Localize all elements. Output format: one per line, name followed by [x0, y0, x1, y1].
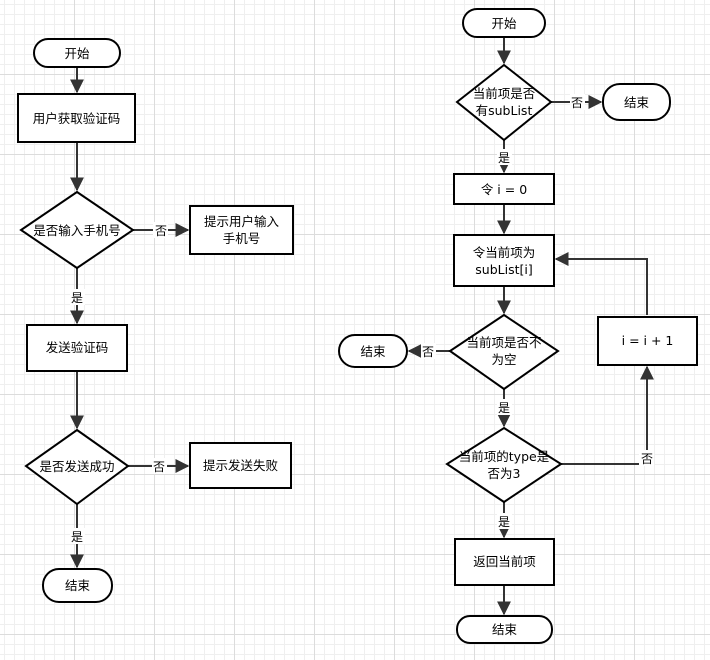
end-top-label: 结束	[624, 95, 650, 110]
set-i-label: 令 i = 0	[481, 182, 527, 197]
process-get-code	[17, 93, 136, 143]
edge-check-type-no	[561, 365, 654, 465]
end-bottom-label: 结束	[492, 622, 518, 637]
get-code-label: 用户获取验证码	[33, 111, 121, 126]
left-flow-edge-labels: 否 是 否 是	[70, 222, 168, 544]
prompt-failed-label: 提示发送失败	[203, 458, 279, 473]
return-item-label: 返回当前项	[473, 554, 536, 569]
check-phone-label: 是否输入手机号	[33, 223, 121, 238]
terminator-end-left	[42, 568, 113, 603]
left-flow-nodes: 开始 用户获取验证码 是否输入手机号 提示用户输入 手机号 发送验证码 是否发送…	[17, 38, 294, 603]
right-flow-nodes: 开始 当前项是否 有subList 结束 令 i = 0 令当前项为 subLi…	[338, 8, 698, 644]
label-no-check-type: 否	[641, 452, 653, 466]
label-yes-check-sublist: 是	[498, 151, 510, 165]
check-empty-label-line2: 为空	[491, 352, 516, 367]
right-flow-edge-labels: 否 是 否 是 否 是	[421, 94, 654, 529]
increment-label: i = i + 1	[622, 333, 674, 348]
label-no-check-empty: 否	[422, 345, 434, 359]
edge-increment-loop	[554, 252, 648, 315]
check-sublist-label-line2: 有subList	[476, 103, 533, 118]
process-prompt-failed	[189, 442, 292, 489]
process-prompt-phone	[189, 205, 294, 255]
label-no-check-sublist: 否	[571, 96, 583, 110]
send-code-label: 发送验证码	[46, 340, 109, 355]
decision-check-type	[445, 426, 563, 504]
process-set-i	[453, 173, 555, 205]
set-current-label-line1: 令当前项为	[473, 245, 536, 260]
label-yes-check-empty: 是	[498, 401, 510, 415]
end-left-label: 结束	[65, 578, 91, 593]
decision-check-empty	[448, 313, 560, 391]
terminator-start-right	[462, 8, 546, 38]
decision-check-sublist	[455, 63, 553, 142]
process-set-current	[453, 234, 555, 287]
process-send-code	[26, 324, 128, 372]
check-sent-label: 是否发送成功	[39, 459, 114, 474]
label-yes-check-phone: 是	[71, 291, 83, 305]
check-type-label-line2: 否为3	[488, 466, 521, 481]
check-empty-label-line1: 当前项是否不	[466, 335, 541, 350]
start-left-label: 开始	[64, 46, 90, 61]
prompt-phone-label-line2: 手机号	[223, 231, 261, 246]
process-increment	[597, 316, 698, 366]
start-right-label: 开始	[491, 16, 517, 31]
terminator-end-top	[602, 83, 671, 121]
label-no-check-phone: 否	[155, 224, 167, 238]
terminator-start-left	[33, 38, 121, 68]
end-left-of-right-label: 结束	[360, 344, 386, 359]
decision-check-phone	[19, 190, 135, 270]
check-sublist-label-line1: 当前项是否	[473, 86, 536, 101]
decision-check-sent	[24, 428, 130, 506]
label-yes-check-sent: 是	[71, 530, 83, 544]
terminator-end-bottom	[456, 615, 553, 644]
terminator-end-left-of-right	[338, 334, 408, 368]
set-current-label-line2: subList[i]	[475, 262, 532, 277]
label-yes-check-type: 是	[498, 515, 510, 529]
check-type-label-line1: 当前项的type是	[459, 449, 550, 464]
label-no-check-sent: 否	[153, 460, 165, 474]
prompt-phone-label-line1: 提示用户输入	[204, 214, 280, 229]
process-return-item	[454, 538, 555, 586]
